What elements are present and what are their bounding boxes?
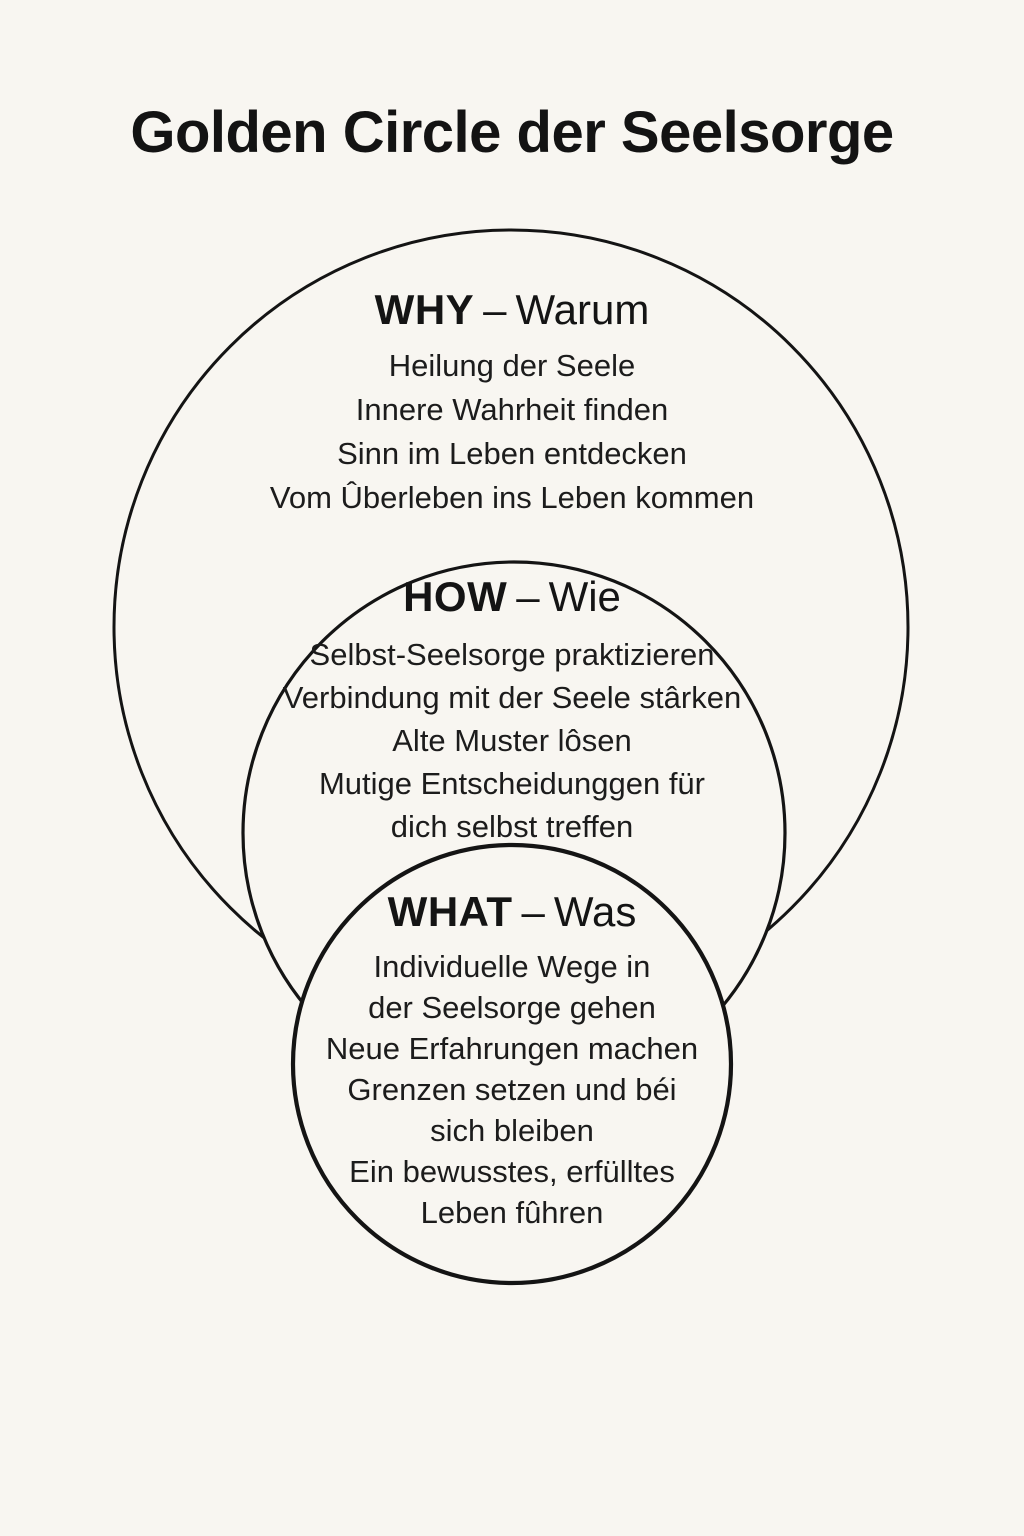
how-line: Verbindung mit der Seele stârken xyxy=(282,680,742,715)
what-line: Ein bewusstes, erfülltes xyxy=(349,1154,675,1189)
why-section: WHY–Warum Heilung der Seele Innere Wahrh… xyxy=(0,285,1024,520)
how-line: dich selbst treffen xyxy=(390,809,634,844)
how-line: Mutige Entscheidunggen für xyxy=(318,766,706,801)
what-separator: – xyxy=(521,888,545,935)
why-heading: WHY–Warum xyxy=(0,285,1024,335)
what-line: sich bleiben xyxy=(430,1113,594,1148)
what-heading: WHAT–Was xyxy=(0,887,1024,937)
why-line: Vom Ûberleben ins Leben kommen xyxy=(269,480,755,515)
why-lines: Heilung der Seele Innere Wahrheit finden… xyxy=(0,344,1024,520)
what-line: Grenzen setzen und béi xyxy=(347,1072,677,1107)
why-line: Innere Wahrheit finden xyxy=(355,392,669,427)
why-line: Heilung der Seele xyxy=(388,348,636,383)
why-keyword: WHY xyxy=(374,286,475,333)
what-circle-outline xyxy=(290,842,734,1286)
why-line: Sinn im Leben entdecken xyxy=(337,436,687,471)
how-lines: Selbst-Seelsorge praktizieren Verbindung… xyxy=(0,633,1024,848)
why-separator: – xyxy=(483,286,507,333)
what-lines: Individuelle Wege in der Seelsorge gehen… xyxy=(0,946,1024,1233)
how-line: Selbst-Seelsorge praktizieren xyxy=(309,637,715,672)
how-line: Alte Muster lôsen xyxy=(392,723,632,758)
why-translation: Warum xyxy=(515,286,650,333)
what-line: Individuelle Wege in xyxy=(373,949,651,984)
what-section: WHAT–Was Individuelle Wege in der Seelso… xyxy=(0,887,1024,1233)
how-keyword: HOW xyxy=(403,573,508,620)
how-heading: HOW–Wie xyxy=(0,572,1024,622)
what-translation: Was xyxy=(553,888,637,935)
page-title: Golden Circle der Seelsorge xyxy=(130,100,894,165)
how-section: HOW–Wie Selbst-Seelsorge praktizieren Ve… xyxy=(0,572,1024,848)
how-translation: Wie xyxy=(548,573,621,620)
how-separator: – xyxy=(516,573,540,620)
what-line: Neue Erfahrungen machen xyxy=(325,1031,699,1066)
what-line: der Seelsorge gehen xyxy=(368,990,656,1025)
what-line: Leben fûhren xyxy=(420,1195,604,1230)
what-keyword: WHAT xyxy=(387,888,513,935)
